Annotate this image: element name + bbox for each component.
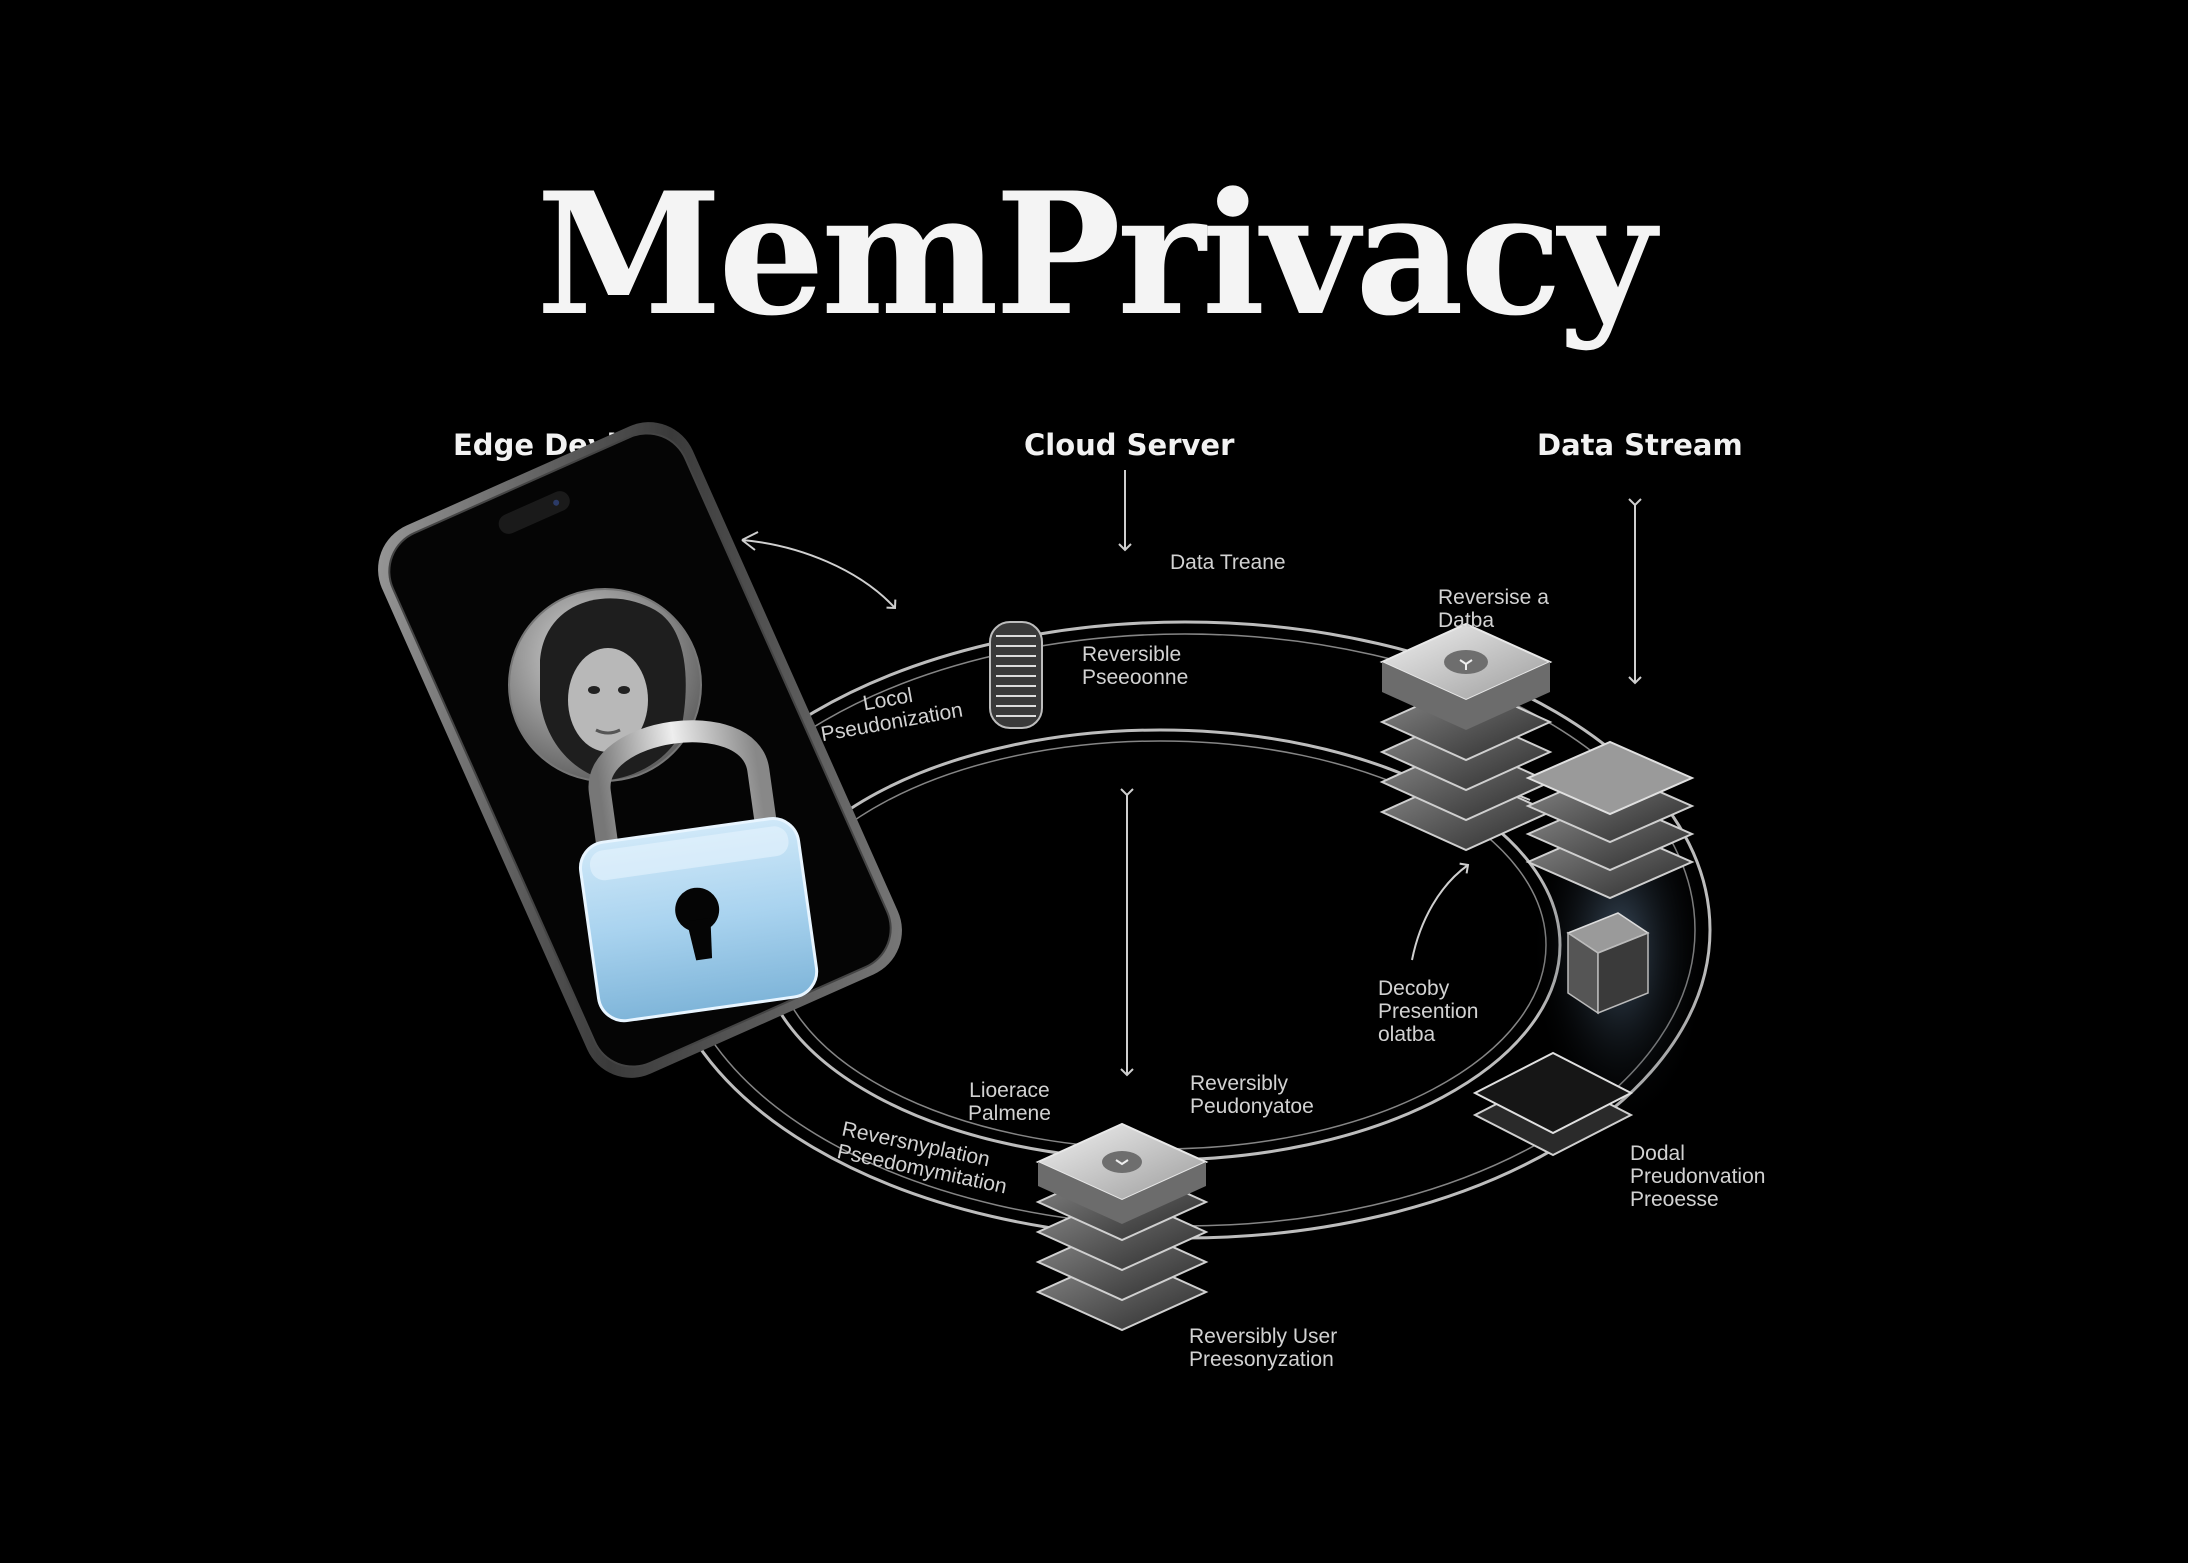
header-cloud-server: Cloud Server bbox=[1024, 428, 1235, 462]
label-reversibly-user: Reversibly User Preesonyzation bbox=[1189, 1325, 1338, 1371]
server-stack-icon bbox=[1035, 1122, 1209, 1332]
padlock-icon bbox=[578, 720, 819, 1023]
data-chip-icon bbox=[989, 621, 1043, 729]
storage-tile-icon bbox=[1472, 1051, 1634, 1157]
label-dodal: Dodal Preudonvation Preoesse bbox=[1630, 1142, 1766, 1211]
label-lioerace: Lioerace Palmene bbox=[968, 1079, 1051, 1125]
label-decoby: Decoby Presention olatba bbox=[1378, 977, 1479, 1046]
label-reversible-pseeoonne: Reversible Pseeoonne bbox=[1082, 643, 1189, 689]
diagram-title: MemPrivacy bbox=[536, 155, 1656, 353]
label-reversise-data: Reversise a Datba bbox=[1438, 586, 1549, 632]
server-stack-icon bbox=[1379, 622, 1553, 852]
label-data-treane: Data Treane bbox=[1170, 551, 1286, 574]
header-data-stream: Data Stream bbox=[1537, 428, 1743, 462]
flow-arrows bbox=[533, 470, 1642, 1077]
data-block-icon bbox=[1566, 912, 1650, 1015]
label-reversibly-peudonyatoe: Reversibly Peudonyatoe bbox=[1190, 1072, 1314, 1118]
server-stack-icon bbox=[1525, 740, 1695, 900]
